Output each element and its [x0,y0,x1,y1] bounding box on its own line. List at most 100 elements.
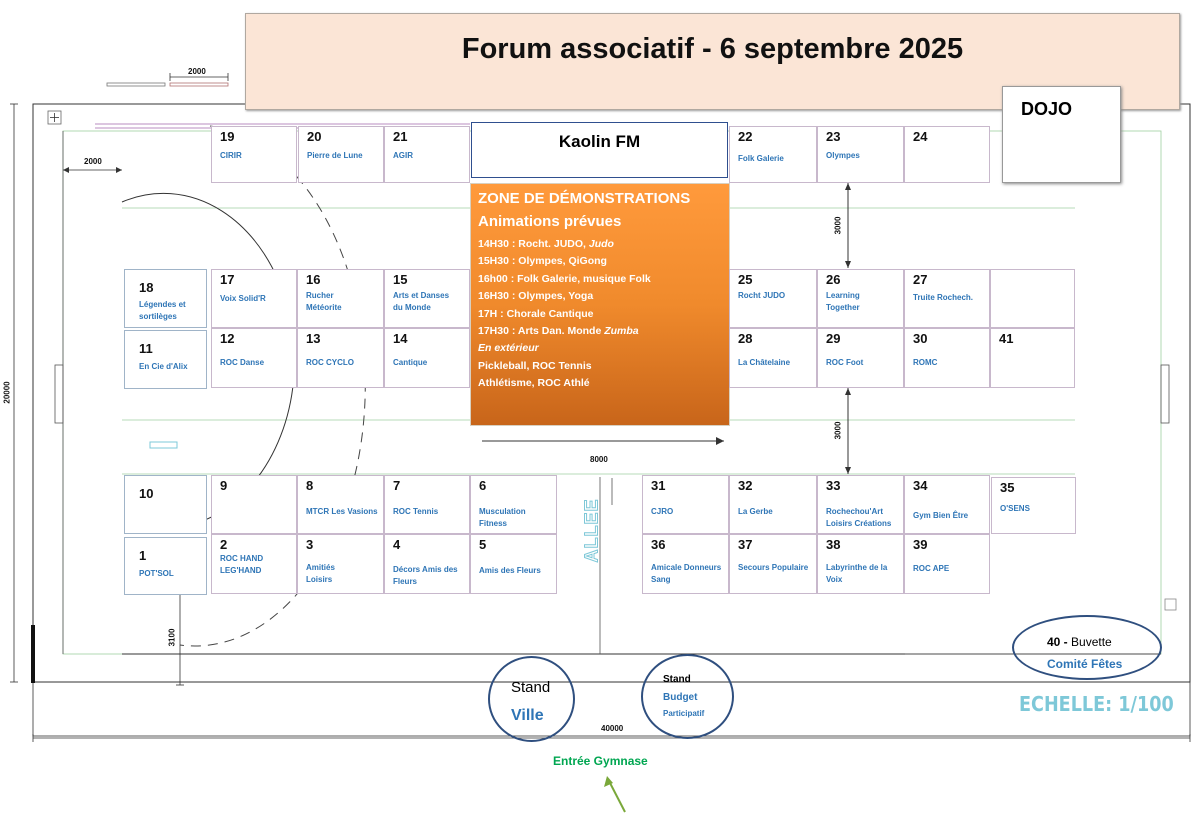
stand-ville-name: Ville [511,707,544,724]
stand-label: Folk Galerie [738,154,784,163]
dim-20000: 20000 [2,381,12,404]
stand-label: La Gerbe [738,507,773,516]
stand-label-2: Fitness [479,519,508,528]
dim-8000: 8000 [590,455,608,464]
stand-number: 10 [139,486,154,501]
stand-label: Musculation [479,507,526,516]
stand-label: La Châtelaine [738,358,791,367]
stand-label-2: Loisirs Créations [826,519,892,528]
stand-label-2: Voix [826,575,843,584]
stand-label-2: Loisirs [306,575,333,584]
stand-label: Olympes [826,151,860,160]
stand-number: 41 [999,331,1014,346]
stand-number: 21 [393,129,408,144]
stand-10: 10 [124,475,207,534]
stand-budget-label: Stand [663,674,691,685]
kaolin-fm-stand: Kaolin FM [471,122,728,178]
stand-number: 28 [738,331,753,346]
stand-number: 3 [306,537,314,552]
stand-label: ROC Tennis [393,507,439,516]
demo-heading: ZONE DE DÉMONSTRATIONS [478,190,691,207]
dim-3000-top: 3000 [833,216,843,235]
stand-label-2: LEG'HAND [220,566,262,575]
stand-label: Labyrinthe de la [826,563,888,572]
demo-line: Pickleball, ROC Tennis [478,359,592,372]
stand-number: 13 [306,331,321,346]
stand-41x [990,269,1075,328]
stand-label: ROMC [913,358,938,367]
stand-ville-label: Stand [511,679,551,696]
stand-label: Amis des Fleurs [479,566,541,575]
stand-number: 14 [393,331,408,346]
stand-number: 36 [651,537,666,552]
stand-number: 23 [826,129,841,144]
stand-label-2: Sang [651,575,671,584]
demo-line: 16h00 : Folk Galerie, musique Folk [478,272,651,285]
stand-number: 16 [306,272,321,287]
kaolin-fm-label: Kaolin FM [558,132,641,151]
stand-label: CJRO [651,507,674,516]
stand-label: Rochechou'Art [826,507,884,516]
stand-number: 11 [139,341,153,356]
stand-24: 24 [904,126,990,183]
demo-line: 17H30 : Arts Dan. Monde Zumba [478,325,639,338]
stand-label: Amitiés [306,563,335,572]
stand-number: 15 [393,272,408,287]
page-title: Forum associatif - 6 septembre 2025 [461,33,964,65]
stand-number: 31 [651,478,666,493]
stand-number: 33 [826,478,841,493]
stand-label: POT'SOL [139,569,174,578]
demo-line: 15H30 : Olympes, QiGong [478,255,607,268]
stand-label: Légendes et [139,300,186,309]
stand-label: Voix Solid'R [220,294,266,303]
stand-label: Arts et Danses [393,291,450,300]
stand-label: ROC HAND [220,554,264,563]
dim-2000-inside: 2000 [84,157,102,166]
stand-number: 19 [220,129,235,144]
stand-label: ROC CYCLO [306,358,354,367]
dojo-area: DOJO [1002,86,1121,183]
stand-9: 9 [211,475,297,534]
stand-number: 4 [393,537,401,552]
demo-line: 16H30 : Olympes, Yoga [478,290,594,303]
stand-label: Décors Amis des [393,565,458,574]
stand-number: 6 [479,478,487,493]
stand-label: AGIR [393,151,413,160]
stand-label: Truite Rochech. [913,293,974,302]
dim-3000-bottom: 3000 [833,421,843,440]
stand-label: Secours Populaire [738,563,809,572]
demo-line: En extérieur [478,342,539,355]
buvette-title: 40 - Buvette [1047,635,1112,649]
stand-label: Gym Bien Être [913,511,969,520]
stand-number: 1 [139,548,147,563]
stand-number: 29 [826,331,841,346]
stand-budget: Stand Budget Participatif [641,654,734,739]
dim-3100: 3100 [167,628,177,647]
allee-label: ALLEE [581,498,602,563]
dojo-label: DOJO [1021,99,1073,119]
stand-label-2: sortilèges [139,312,177,321]
stand-number: 25 [738,272,753,287]
stand-label: Amicale Donneurs [651,563,722,572]
stand-label: Rocht JUDO [738,291,786,300]
buvette-org: Comité Fêtes [1047,657,1123,671]
